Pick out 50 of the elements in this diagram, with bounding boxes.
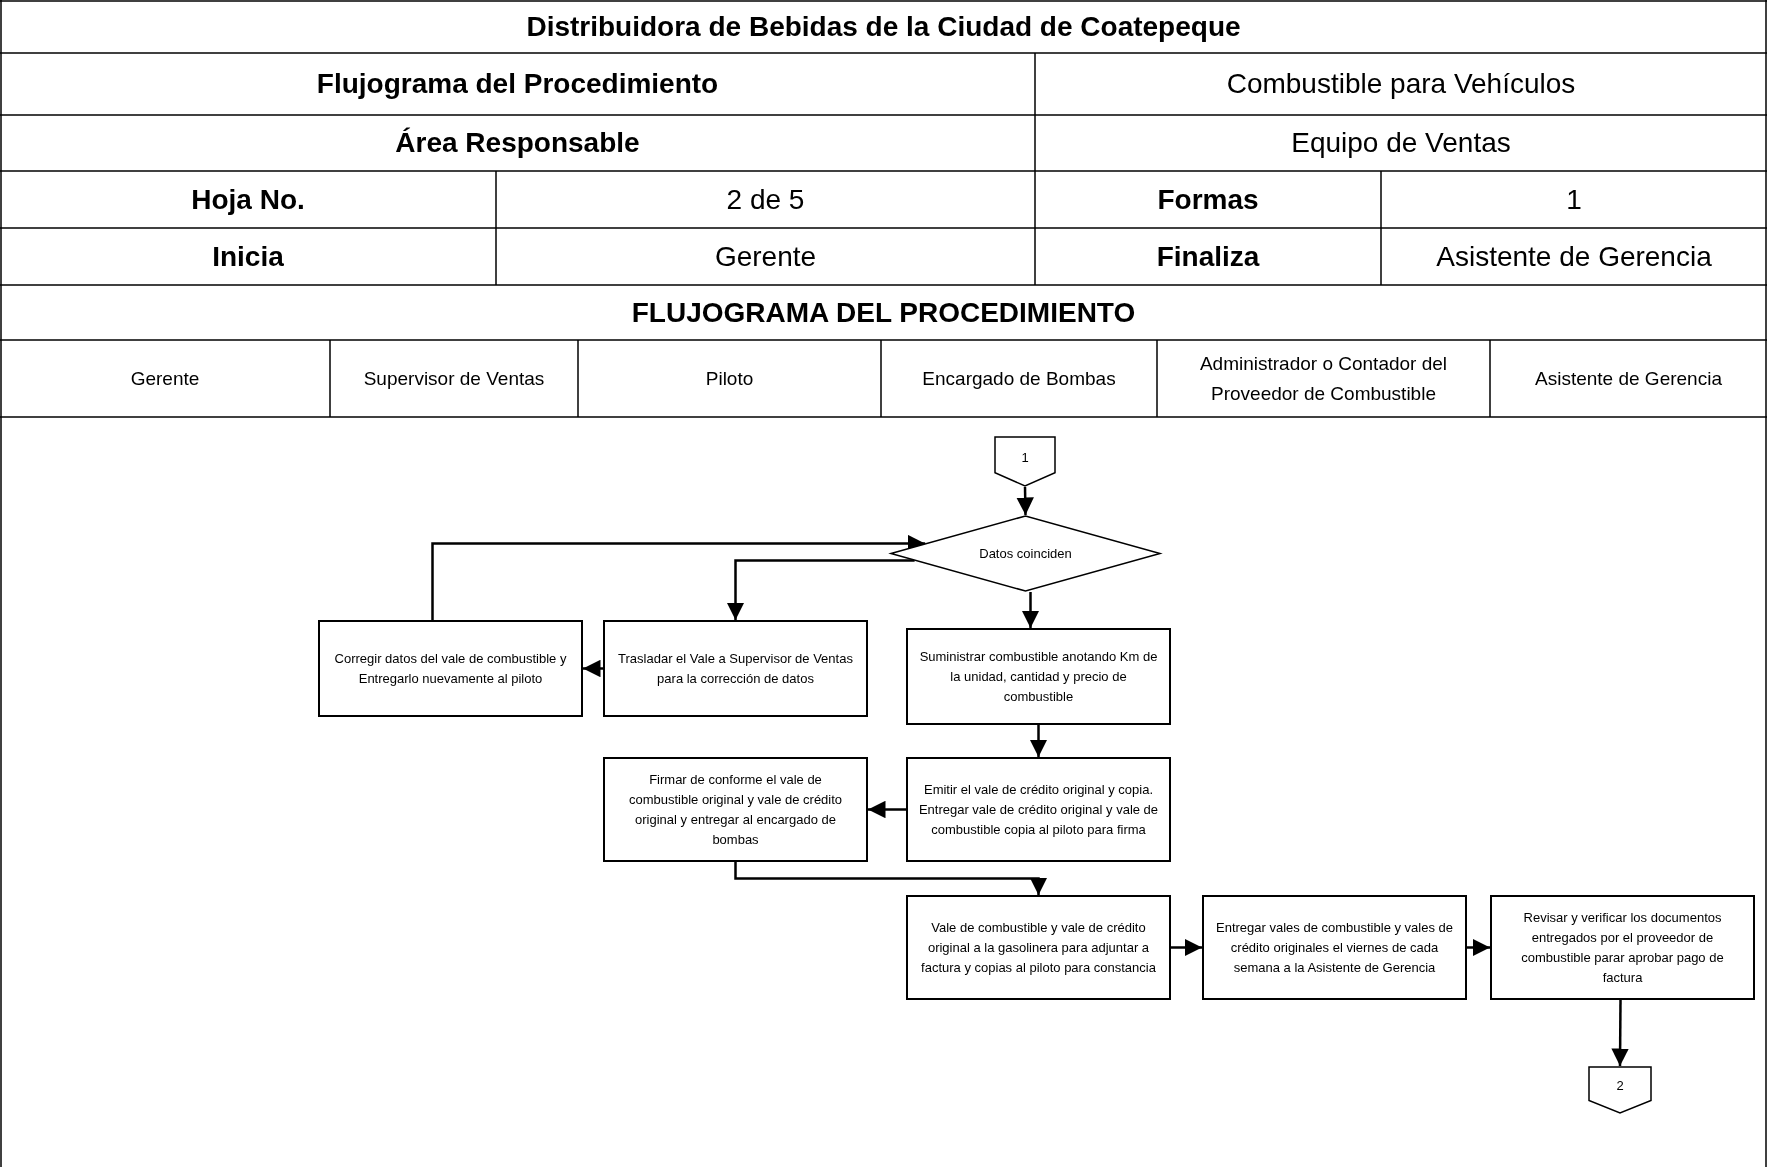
header-text: Finaliza [1155, 240, 1261, 273]
header-text: Equipo de Ventas [1290, 127, 1512, 159]
connector-number: 2 [1616, 1077, 1624, 1095]
header-text: Área Responsable [394, 127, 641, 159]
header-text: Hoja No. [190, 183, 306, 216]
lane-header: Gerente [129, 366, 201, 391]
step-text: Corregir datos del vale de combustible y Entregarlo nuevamente al piloto [333, 649, 568, 688]
process-box [1202, 895, 1467, 1000]
header-text: 2 de 5 [725, 183, 806, 216]
process-box [1490, 895, 1755, 1000]
header-text: Combustible para Vehículos [1225, 68, 1577, 100]
header-text: Inicia [211, 240, 285, 273]
step-text: Firmar de conforme el vale de combustible original y vale de crédito original y entregar al encargado de bombas [627, 770, 844, 849]
process-box [906, 757, 1171, 862]
arrow [431, 534, 926, 620]
process-box [906, 895, 1171, 1000]
lane-header: Supervisor de Ventas [362, 366, 546, 391]
arrow [734, 862, 1048, 895]
arrow [726, 559, 915, 620]
title: Distribuidora de Bebidas de la Ciudad de Coatepeque [526, 10, 1241, 43]
lane-header: Administrador o Contador del Proveedor de Combustible [1198, 351, 1449, 406]
arrow [868, 800, 906, 819]
header-text: Flujograma del Procedimiento [315, 68, 720, 100]
process-box [318, 620, 583, 717]
header-text: 1 [1565, 183, 1583, 216]
arrow [1611, 1000, 1629, 1066]
step-text: Emitir el vale de crédito original y copia. Entregar vale de crédito original y vale de combustible copia al piloto para firma [918, 780, 1159, 839]
process-box [906, 628, 1171, 725]
header-text: Asistente de Gerencia [1435, 240, 1713, 273]
header-text: Formas [1156, 183, 1260, 216]
lane-header: Asistente de Gerencia [1534, 366, 1723, 391]
arrow [583, 659, 603, 678]
step-text: Entregar vales de combustible y vales de crédito originales el viernes de cada semana a la Asistente de Gerencia [1215, 918, 1454, 977]
arrow [1171, 938, 1202, 957]
lane-header: Piloto [704, 366, 755, 391]
arrow [1021, 592, 1040, 628]
arrow [1467, 938, 1490, 957]
section-heading: FLUJOGRAMA DEL PROCEDIMIENTO [630, 296, 1137, 329]
process-box [603, 620, 868, 717]
step-text: Suministrar combustible anotando Km de la unidad, cantidad y precio de combustible [918, 647, 1159, 706]
header-text: Gerente [713, 240, 818, 273]
step-text: Trasladar el Vale a Supervisor de Ventas para la corrección de datos [617, 649, 854, 688]
step-text: Vale de combustible y vale de crédito original a la gasolinera para adjuntar a factura y copias al piloto para constancia [920, 918, 1157, 977]
arrow [1016, 486, 1034, 516]
arrow [1029, 725, 1048, 757]
connector-number: 1 [1021, 448, 1029, 467]
step-text: Revisar y verificar los documentos entregados por el proveedor de combustible parar aprobar pago de factura [1520, 908, 1725, 987]
lane-header: Encargado de Bombas [921, 366, 1117, 391]
decision-text: Datos coinciden [979, 544, 1072, 563]
process-box [603, 757, 868, 862]
